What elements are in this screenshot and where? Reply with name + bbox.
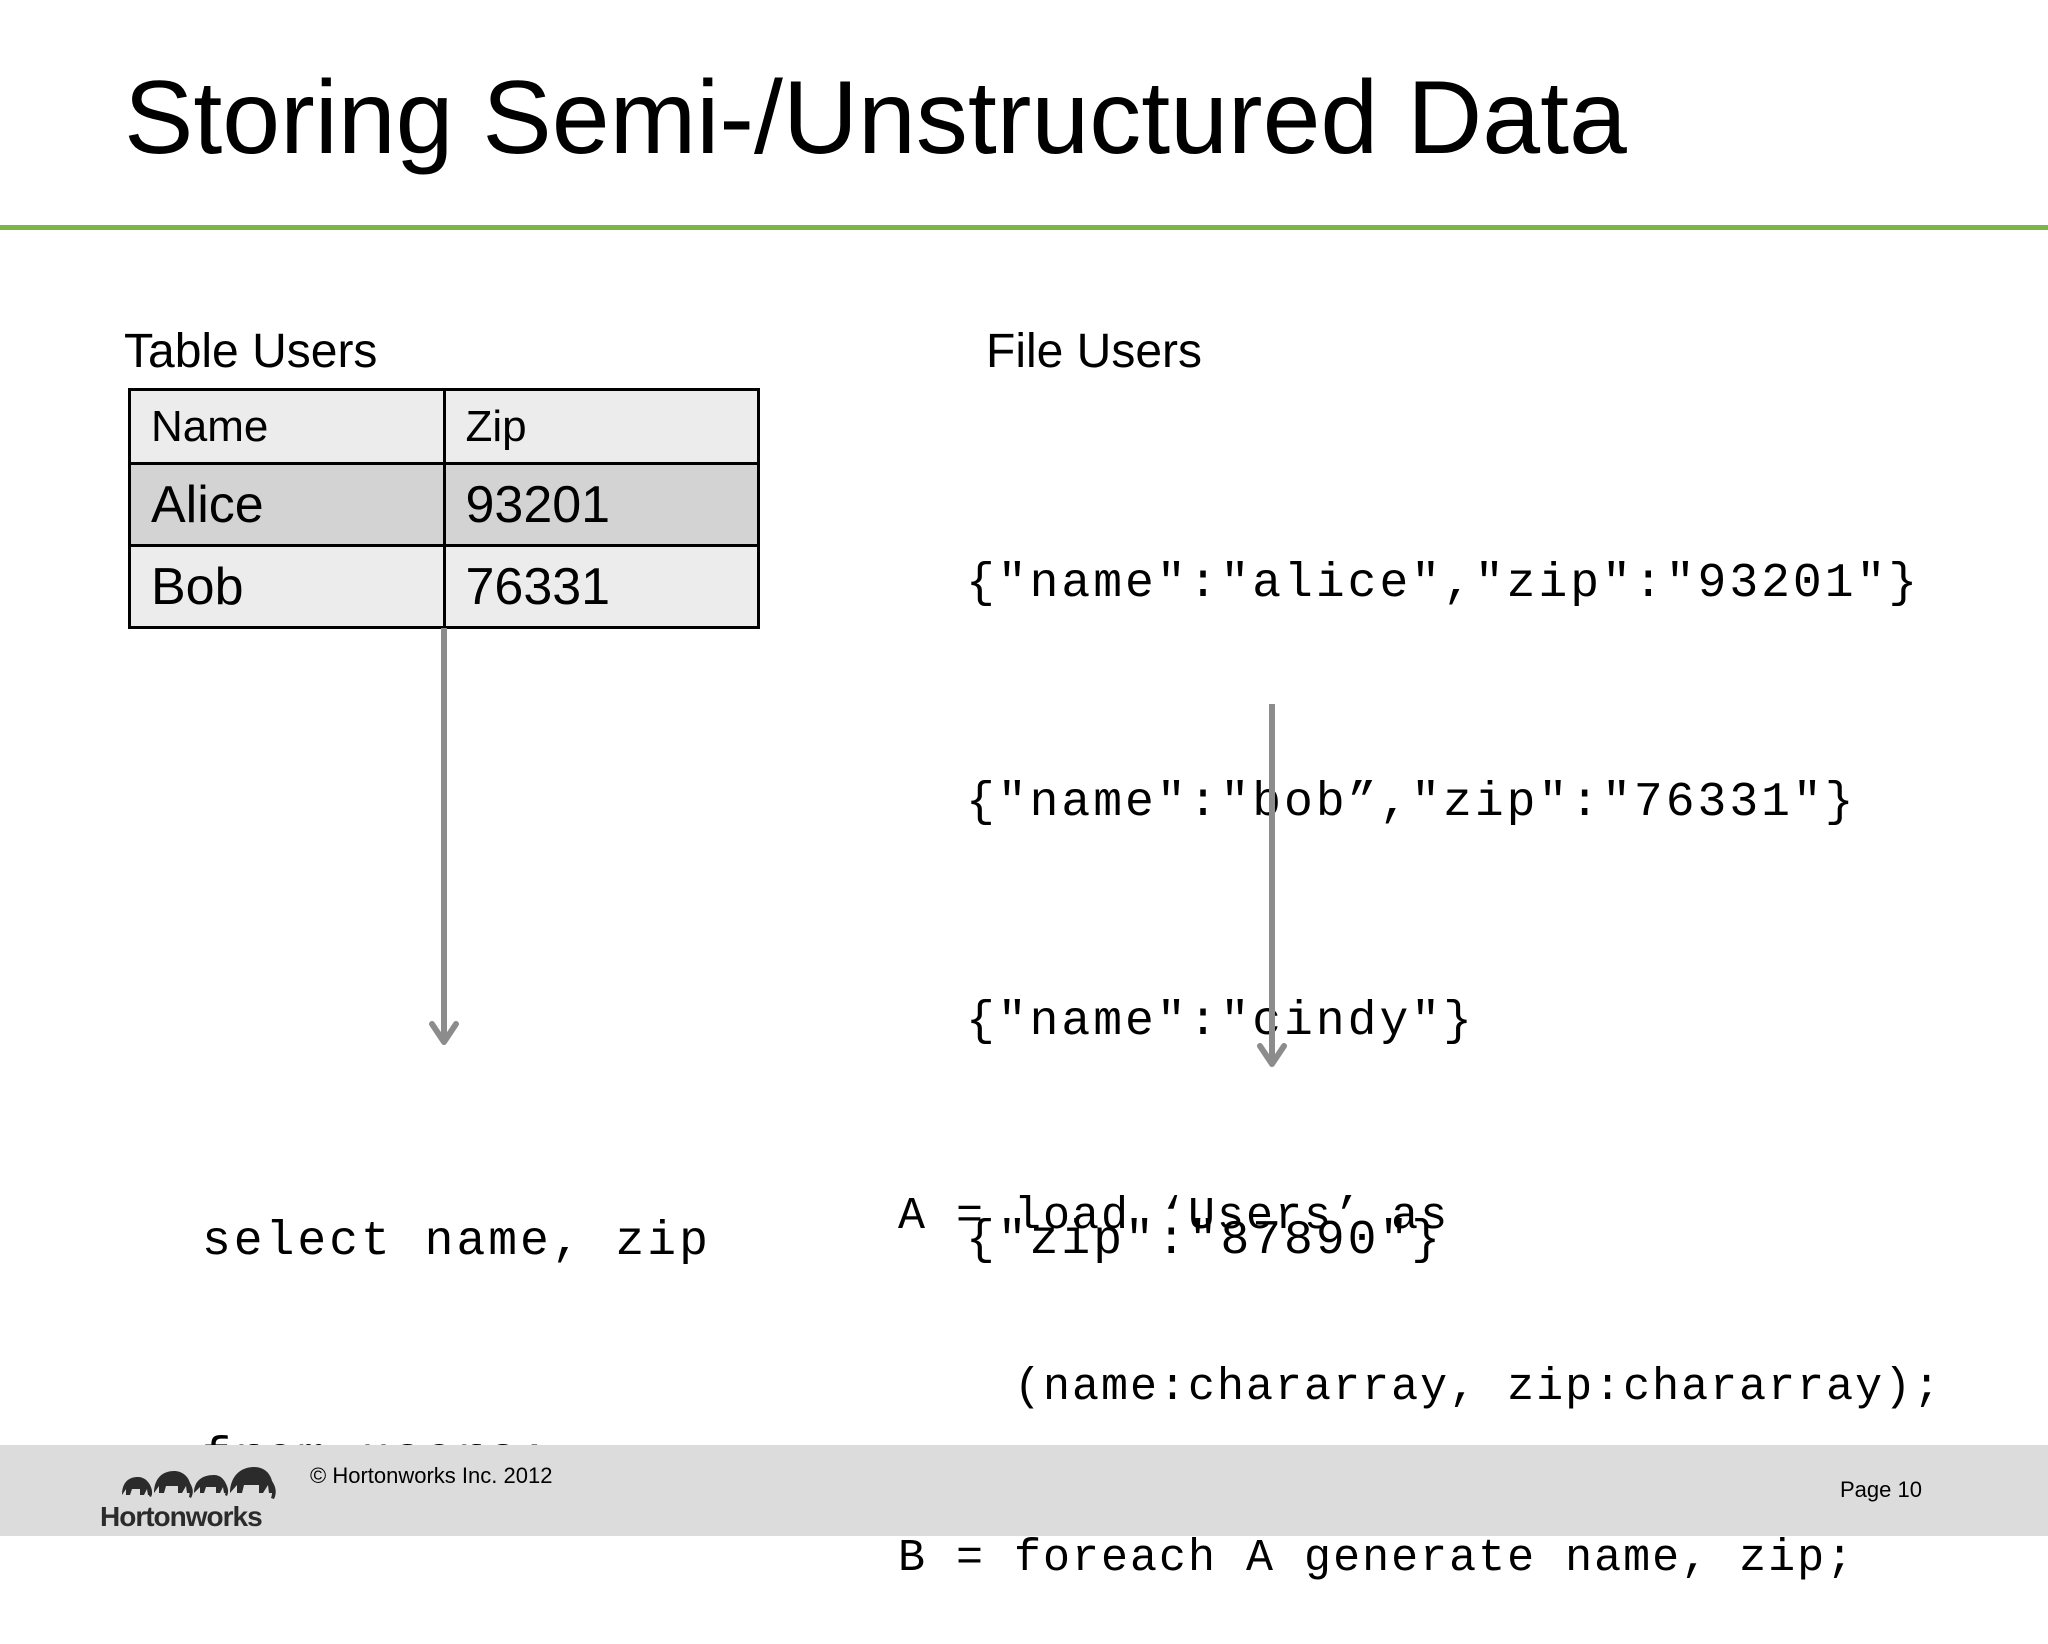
json-record: {"name":"bob”,"zip":"76331"}	[966, 776, 1857, 830]
hortonworks-logo: Hortonworks	[100, 1459, 276, 1532]
table-row: Alice 93201	[128, 462, 760, 547]
elephant-herd-icon	[122, 1467, 276, 1499]
cell-name: Alice	[128, 462, 446, 547]
json-record: {"name":"cindy"}	[966, 995, 1475, 1049]
file-users-label: File Users	[986, 325, 1203, 378]
code-line: A = load ‘Users’ as	[898, 1191, 1450, 1242]
cell-name: Bob	[128, 544, 446, 629]
file-to-pig-arrow	[1257, 704, 1287, 1067]
page-number: Page 10	[1840, 1477, 1922, 1502]
code-line: select name, zip	[202, 1215, 711, 1269]
json-record: {"zip":"87890"}	[966, 1214, 1444, 1268]
users-table: Name Zip Alice 93201 Bob 76331	[128, 388, 760, 629]
logo-wordmark: Hortonworks	[100, 1501, 263, 1532]
cell-zip: 93201	[442, 462, 760, 547]
column-header-name: Name	[128, 388, 446, 465]
slide-footer: Hortonworks © Hortonworks Inc. 2012 Page…	[0, 1445, 2048, 1536]
column-header-zip: Zip	[442, 388, 760, 465]
copyright-text: © Hortonworks Inc. 2012	[310, 1463, 553, 1488]
table-header-row: Name Zip	[128, 388, 760, 465]
slide-title: Storing Semi-/Unstructured Data	[124, 60, 1627, 176]
code-line: B = foreach A generate name, zip;	[898, 1533, 1856, 1584]
json-record: {"name":"alice","zip":"93201"}	[966, 557, 1921, 611]
title-divider	[0, 225, 2048, 230]
table-users-label: Table Users	[124, 325, 378, 378]
table-to-sql-arrow	[429, 628, 459, 1045]
pig-script: A = load ‘Users’ as (name:chararray, zip…	[898, 1074, 1942, 1644]
table-row: Bob 76331	[128, 544, 760, 629]
cell-zip: 76331	[442, 544, 760, 629]
json-records: {"name":"alice","zip":"93201"} {"name":"…	[966, 402, 1920, 1351]
code-line: (name:chararray, zip:chararray);	[898, 1362, 1943, 1413]
